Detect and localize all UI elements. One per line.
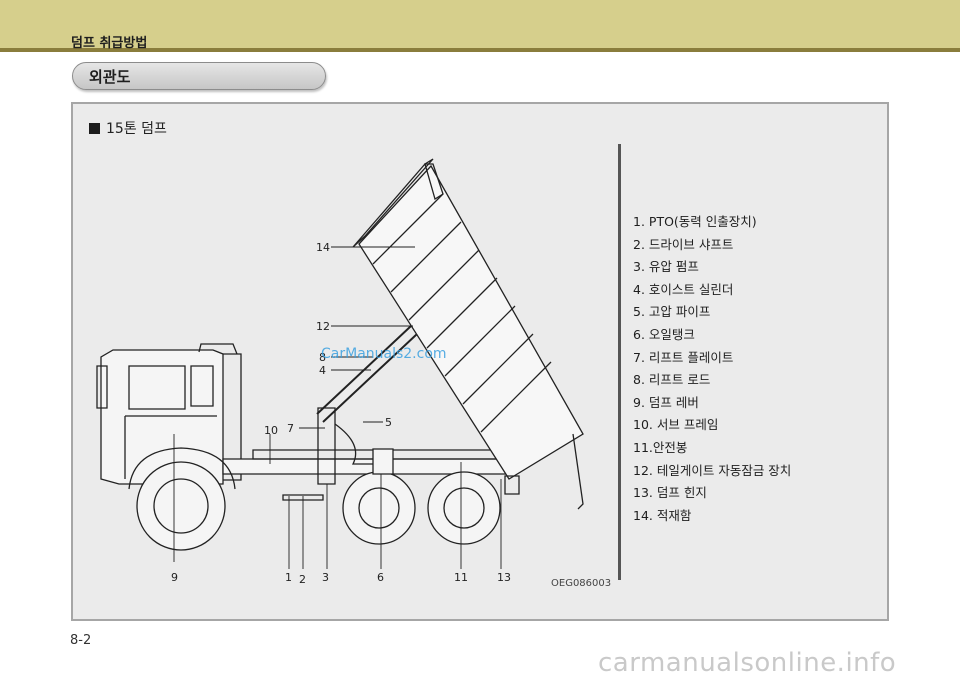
oil-tank xyxy=(372,448,394,475)
cab-window-rear xyxy=(190,365,214,407)
mirror xyxy=(96,365,108,409)
legend-item: 14. 적재함 xyxy=(633,507,692,523)
callout-labels: 14 12 8 4 7 5 10 9 1 2 3 6 11 13 xyxy=(171,241,511,586)
legend-item: 5. 고압 파이프 xyxy=(633,304,711,320)
bullet-square-icon xyxy=(89,122,100,134)
dump-hinge xyxy=(504,475,520,495)
legend-divider xyxy=(618,144,621,580)
dump-body xyxy=(358,164,584,480)
legend-item: 9. 덤프 레버 xyxy=(633,394,699,410)
truck-cab xyxy=(100,349,224,485)
page-number: 8-2 xyxy=(70,633,92,648)
legend-item: 12. 테일게이트 자동잠금 장치 xyxy=(633,462,792,478)
chapter-header-bar: 덤프 취급방법 xyxy=(0,0,960,52)
rear-wheel-2 xyxy=(427,471,501,545)
front-rack xyxy=(424,163,444,201)
legend-item: 3. 유압 펌프 xyxy=(633,259,699,275)
callout-13: 13 xyxy=(497,571,511,584)
figure-code: OEG086003 xyxy=(551,578,612,589)
legend-item: 11.안전봉 xyxy=(633,439,688,455)
cab-window xyxy=(128,365,186,410)
cab-roof xyxy=(198,343,238,355)
site-watermark: carmanualsonline.info xyxy=(598,648,897,678)
chapter-title: 덤프 취급방법 xyxy=(71,36,148,51)
figure-subtitle: 15톤 덤프 xyxy=(89,118,167,138)
callout-2: 2 xyxy=(299,573,306,586)
callout-11: 11 xyxy=(454,571,468,584)
safety-bar xyxy=(572,433,584,510)
legend-item: 7. 리프트 플레이트 xyxy=(633,349,734,365)
drive-shaft xyxy=(282,494,324,501)
legend-item: 8. 리프트 로드 xyxy=(633,372,711,388)
front-fender xyxy=(128,447,236,490)
front-wheel xyxy=(136,461,226,551)
cab-rear-panel xyxy=(223,353,242,481)
dump-truck-diagram: 14 12 8 4 7 5 10 9 1 2 3 6 11 13 xyxy=(96,158,584,586)
callout-6: 6 xyxy=(377,571,384,584)
legend-item: 4. 호이스트 실린더 xyxy=(633,281,734,297)
section-title: 외관도 xyxy=(89,68,131,86)
legend-item: 13. 덤프 힌지 xyxy=(633,485,707,501)
section-heading-pill: 외관도 xyxy=(72,62,326,90)
legend-item: 2. 드라이브 샤프트 xyxy=(633,236,734,252)
lift-plate xyxy=(317,407,336,485)
callout-1: 1 xyxy=(285,571,292,584)
legend-item: 1. PTO(동력 인출장치) xyxy=(633,214,757,229)
cab-door-line xyxy=(124,415,217,479)
callout-3: 3 xyxy=(322,571,329,584)
callout-4: 4 xyxy=(319,364,326,377)
legend-item: 10. 서브 프레임 xyxy=(633,417,719,433)
dump-body-ribs xyxy=(372,193,552,433)
parts-legend: 1. PTO(동력 인출장치) 2. 드라이브 샤프트 3. 유압 펌프 4. … xyxy=(633,211,791,527)
callout-10: 10 xyxy=(264,424,278,437)
callout-7: 7 xyxy=(287,422,294,435)
rear-wheel-1 xyxy=(342,471,416,545)
legend-item: 6. 오일탱크 xyxy=(633,326,695,342)
tailgate xyxy=(352,158,434,248)
callout-14: 14 xyxy=(316,241,330,254)
callout-9: 9 xyxy=(171,571,178,584)
high-pressure-pipe xyxy=(334,423,373,465)
figure-panel: 15톤 덤프 xyxy=(71,102,889,621)
callout-8: 8 xyxy=(319,351,326,364)
callout-5: 5 xyxy=(385,416,392,429)
watermark-text: CarManuals2.com xyxy=(321,346,447,362)
callout-12: 12 xyxy=(316,320,330,333)
callout-leaders xyxy=(173,246,502,569)
figure-subtitle-text: 15톤 덤프 xyxy=(106,121,167,137)
